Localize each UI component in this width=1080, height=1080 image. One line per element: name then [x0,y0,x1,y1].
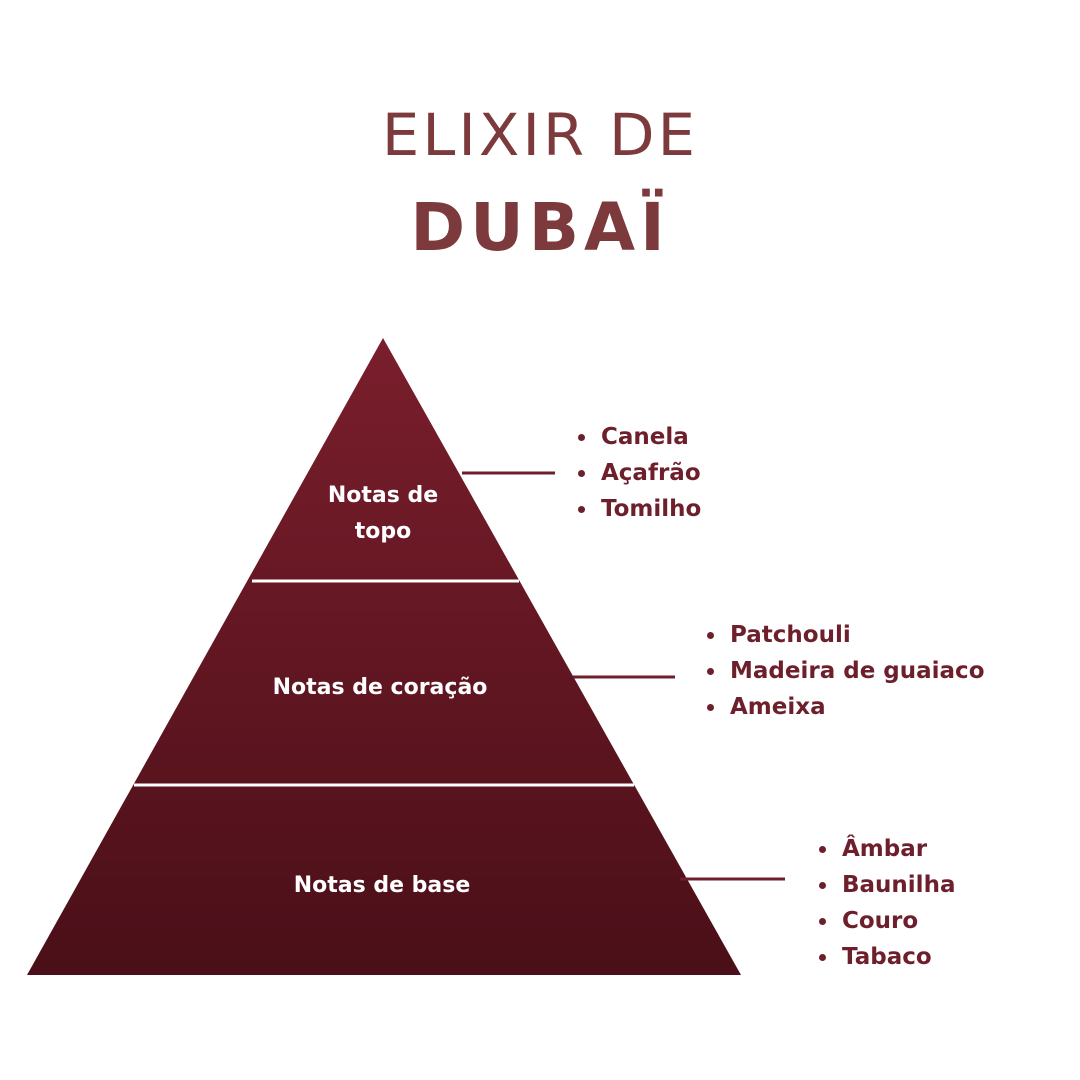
base-notes-list: Âmbar Baunilha Couro Tabaco [819,831,955,975]
title-line-2: DUBAÏ [410,189,670,266]
bullet-icon [578,433,585,441]
bullet-icon [819,953,826,961]
list-item: Patchouli [707,617,985,653]
list-item: Couro [819,903,955,939]
tier-label-top: Notas de topo [327,483,439,544]
bullet-icon [707,703,714,711]
list-item: Âmbar [819,831,955,867]
list-item: Madeira de guaiaco [707,653,985,689]
bullet-icon [707,667,714,675]
heart-notes-list: Patchouli Madeira de guaiaco Ameixa [707,617,985,725]
bullet-icon [819,845,826,853]
tier-label-heart: Notas de coração [272,675,488,700]
list-item: Tabaco [819,939,955,975]
list-item: Açafrão [578,455,701,491]
tier-label-base: Notas de base [293,873,471,898]
pyramid-shape [27,338,741,975]
bullet-icon [578,505,585,513]
bullet-icon [819,881,826,889]
bullet-icon [707,631,714,639]
title-line-1: ELIXIR DE [381,101,699,169]
top-notes-list: Canela Açafrão Tomilho [578,419,701,527]
bullet-icon [819,917,826,925]
bullet-icon [578,469,585,477]
list-item: Ameixa [707,689,985,725]
list-item: Tomilho [578,491,701,527]
list-item: Canela [578,419,701,455]
list-item: Baunilha [819,867,955,903]
